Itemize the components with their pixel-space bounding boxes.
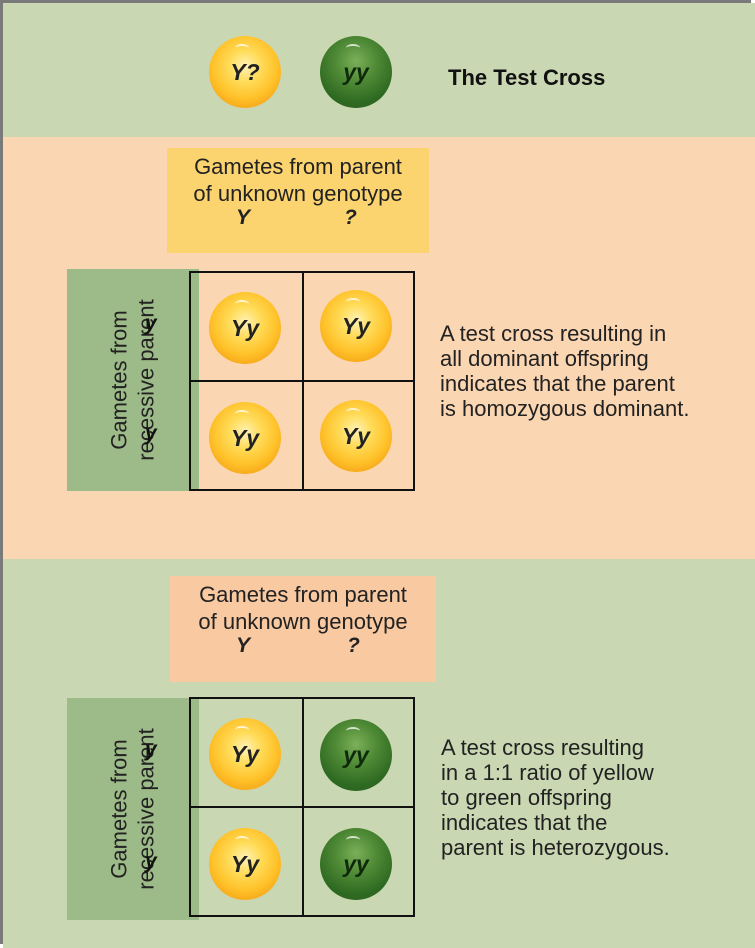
cross-2-description: A test cross resulting in a 1:1 ratio of…	[441, 735, 670, 860]
cross-2-panel: Gametes from parent of unknown genotype …	[3, 559, 755, 948]
top-allele-2: ?	[347, 634, 360, 657]
top-gametes-line2: of unknown genotype	[193, 181, 403, 206]
description-line: parent is heterozygous.	[441, 835, 670, 860]
offspring-cell-1: Yy	[209, 292, 281, 364]
offspring-cell-1: Yy	[209, 718, 281, 790]
top-gametes-line1: Gametes from parent	[194, 154, 402, 179]
offspring-genotype: Yy	[230, 424, 260, 451]
parent-genotype-recessive: yy	[343, 58, 369, 85]
side-allele-2: y	[145, 850, 157, 873]
offspring-genotype: Yy	[341, 422, 371, 449]
side-gametes-line1: Gametes from	[107, 739, 133, 879]
offspring-genotype: yy	[343, 850, 369, 877]
side-allele-1: y	[145, 312, 157, 335]
top-gametes-line2: of unknown genotype	[198, 609, 408, 634]
offspring-genotype: Yy	[341, 312, 371, 339]
top-allele-1: Y	[236, 634, 251, 657]
description-line: indicates that the	[441, 810, 608, 835]
description-line: is homozygous dominant.	[440, 396, 690, 421]
cross-1-description: A test cross resulting in all dominant o…	[440, 321, 689, 421]
figure-title: The Test Cross	[448, 65, 606, 90]
top-allele-2: ?	[344, 206, 357, 229]
side-gametes-label: Gametes from recessive parent y y	[67, 698, 199, 920]
side-allele-1: y	[145, 738, 157, 761]
top-gametes-line1: Gametes from parent	[199, 582, 407, 607]
offspring-genotype: yy	[343, 741, 369, 768]
offspring-genotype: Yy	[230, 850, 260, 877]
top-gametes-label: Gametes from parent of unknown genotype …	[170, 576, 436, 682]
description-line: all dominant offspring	[440, 346, 649, 371]
offspring-cell-4: Yy	[320, 400, 392, 472]
parent-genotype-unknown: Y?	[230, 58, 260, 85]
top-allele-1: Y	[236, 206, 251, 229]
offspring-cell-4: yy	[320, 828, 392, 900]
offspring-cell-2: yy	[320, 719, 392, 791]
punnett-square-2	[189, 697, 415, 917]
description-line: A test cross resulting in	[440, 321, 667, 346]
description-line: to green offspring	[441, 785, 612, 810]
offspring-cell-3: Yy	[209, 828, 281, 900]
title-panel: Y? yy The Test Cross	[3, 3, 755, 137]
offspring-cell-2: Yy	[320, 290, 392, 362]
side-gametes-line1: Gametes from	[107, 310, 133, 450]
description-line: A test cross resulting	[441, 735, 644, 760]
green-pea-parent: yy	[320, 36, 392, 108]
yellow-pea-parent: Y?	[209, 36, 281, 108]
side-gametes-label: Gametes from recessive parent y y	[67, 269, 199, 491]
description-line: indicates that the parent	[440, 371, 675, 396]
punnett-square-1	[189, 271, 415, 491]
description-line: in a 1:1 ratio of yellow	[441, 760, 654, 785]
cross-1-panel: Gametes from parent of unknown genotype …	[3, 137, 755, 559]
offspring-genotype: Yy	[230, 740, 260, 767]
side-allele-2: y	[145, 422, 157, 445]
offspring-genotype: Yy	[230, 314, 260, 341]
top-gametes-label: Gametes from parent of unknown genotype …	[167, 148, 429, 253]
offspring-cell-3: Yy	[209, 402, 281, 474]
